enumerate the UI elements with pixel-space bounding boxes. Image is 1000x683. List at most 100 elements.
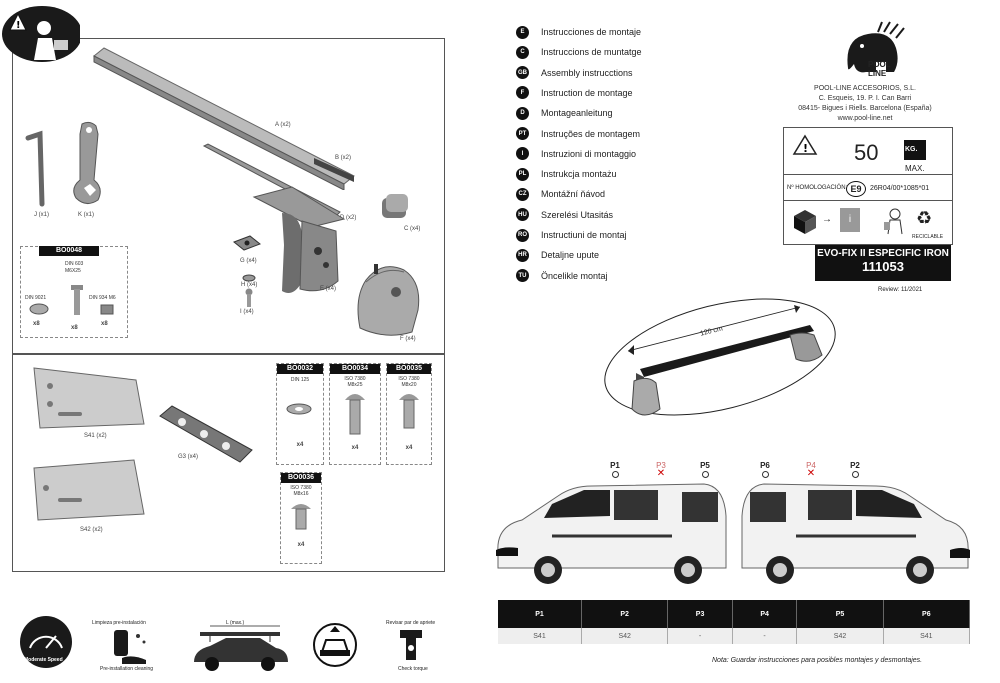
language-label: Instrukcja montażu [541, 169, 617, 180]
language-code-badge: E [516, 25, 529, 39]
pos-header: P1 [498, 600, 583, 628]
car-length-label: L (max.) [226, 620, 245, 626]
kit-bo0034-spec2: M8x25 [347, 382, 363, 388]
kit-bo0036-title: BO0036 [281, 473, 321, 483]
pos-value: - [732, 628, 798, 644]
language-label: Instruzioni di montaggio [541, 148, 637, 159]
language-code-badge: HU [516, 208, 529, 222]
spec-box: ! 50 KG. MAX. Nº HOMOLOGACIÓN: E9 26R04/… [783, 127, 953, 245]
part-f-cover [352, 258, 424, 340]
company-info: POOL-LINE ACCESORIOS, S.L. C. Esqueis, 1… [790, 84, 940, 124]
language-row: D Montageanleitung [516, 106, 613, 120]
language-code-badge: GB [516, 66, 529, 80]
pos-marker-p4: P4 ✕ [804, 461, 818, 479]
recycle-icon: ♻ [916, 208, 933, 228]
torque-bottom-label: Check torque [398, 666, 428, 672]
info-sheet-icon: i [840, 208, 860, 232]
pos-value: S41 [498, 628, 583, 644]
part-e-label: E (x4) [320, 286, 337, 292]
positions-header-row: P1 P2 P3 P4 P5 P6 [498, 600, 971, 628]
part-i-bolt [244, 288, 254, 308]
kit-bo0036-qty: x4 [297, 542, 305, 548]
max-label: MAX. [905, 164, 925, 173]
pos-header: P6 [883, 600, 971, 628]
language-label: Instruction de montage [541, 87, 633, 98]
kit-bo0034-bolt [345, 394, 365, 435]
cleaning-bottom-label: Pre-installation cleaning [100, 666, 154, 672]
kit-bo0034-qty: x4 [351, 445, 359, 451]
kit-bo0032-spec: DIN 125 [290, 377, 310, 383]
parts-panel-bottom [12, 354, 445, 572]
pos-marker-p1: P1 [608, 461, 622, 479]
review-date: Review: 11/2021 [878, 287, 923, 293]
svg-text:!: ! [803, 142, 808, 155]
positions-table: P1 P2 P3 P4 P5 P6 S41 S42 - - S42 S41 [498, 600, 971, 644]
pos-header: P4 [732, 600, 798, 628]
weight-icon [904, 140, 926, 160]
language-label: Instruções de montagem [541, 128, 641, 139]
pos-excluded-icon-p4: ✕ [806, 468, 816, 479]
pos-marker-p5: P5 [698, 461, 712, 479]
part-s41-plate [30, 364, 150, 434]
kit-bo0035-qty: x4 [405, 445, 413, 451]
spec-divider-1 [784, 174, 952, 175]
part-g-label: G (x4) [240, 258, 257, 264]
pos-marker-p6: P6 [758, 461, 772, 479]
language-label: Montageanleitung [541, 108, 613, 119]
kit-bo0034-spec: ISO 7380 [344, 376, 366, 382]
part-e-foot [252, 185, 347, 300]
recyclable-label: RECICLABLE [912, 234, 944, 240]
language-label: Szerelési Utasitás [541, 209, 614, 220]
kit-bo0035-title: BO0035 [387, 364, 431, 374]
moderate-speed-label: Moderate Speed [24, 657, 63, 663]
language-label: Detaljne upute [541, 250, 600, 261]
kit-bo0036-spec: ISO 7380 [290, 485, 312, 491]
language-code-badge: D [516, 106, 529, 120]
torque-icon [396, 628, 426, 664]
part-g-plate [232, 234, 262, 254]
language-label: Instrucciones de montaje [541, 27, 642, 37]
kit-bo0035-spec: ISO 7380 [398, 376, 420, 382]
pos-label-p1: P1 [610, 461, 620, 470]
part-i-label: I (x4) [240, 309, 254, 315]
kit-bo0036-spec2: M8x16 [293, 491, 309, 497]
kit-bo0035-spec2: M8x20 [401, 382, 417, 388]
language-row: PT Instruções de montagem [516, 127, 640, 141]
part-s42-label: S42 (x2) [80, 527, 103, 533]
pos-excluded-icon-p3: ✕ [656, 468, 666, 479]
kit-bo0048-q2: x8 [71, 325, 78, 331]
part-j-allen-key [22, 130, 52, 210]
kit-bo0048-q1: x8 [33, 321, 40, 327]
cleaning-icon [108, 628, 152, 664]
language-code-badge: PT [516, 127, 529, 140]
language-label: Instructiuni de montaj [541, 230, 627, 240]
pos-header: P5 [796, 600, 884, 628]
part-a-bar [88, 40, 368, 191]
product-code: 111053 [862, 259, 904, 274]
kit-bo0048-spec-top2: M6X25 [65, 268, 81, 274]
company-logo-text: POOL LINE [868, 60, 891, 78]
part-s41-label: S41 (x2) [84, 433, 107, 439]
pos-value: S41 [883, 628, 971, 644]
positions-value-row: S41 S42 - - S42 S41 [498, 628, 971, 644]
kit-bo0032: BO0032 DIN 125 x4 [276, 363, 324, 465]
pos-label-p4: P4 [806, 461, 816, 470]
part-k-label: K (x1) [78, 212, 95, 218]
homologation-mark: E9 [846, 181, 866, 197]
pos-header: P3 [667, 600, 733, 628]
kit-bo0035: BO0035 ISO 7380 M8x20 x4 [386, 363, 432, 465]
kit-bo0048-spec-top: DIN 603 [65, 261, 84, 267]
product-title-box: EVO-FIX II ESPECIFIC IRON 111053 [815, 245, 951, 281]
pos-header: P2 [581, 600, 669, 628]
pos-label-p6: P6 [760, 461, 770, 470]
load-warning-icon: ! [792, 134, 818, 161]
kit-bo0036: BO0036 ISO 7380 M8x16 x4 [280, 472, 322, 564]
homologation-label: Nº HOMOLOGACIÓN: [787, 185, 848, 191]
kit-bo0048-title: BO0048 [39, 246, 99, 256]
